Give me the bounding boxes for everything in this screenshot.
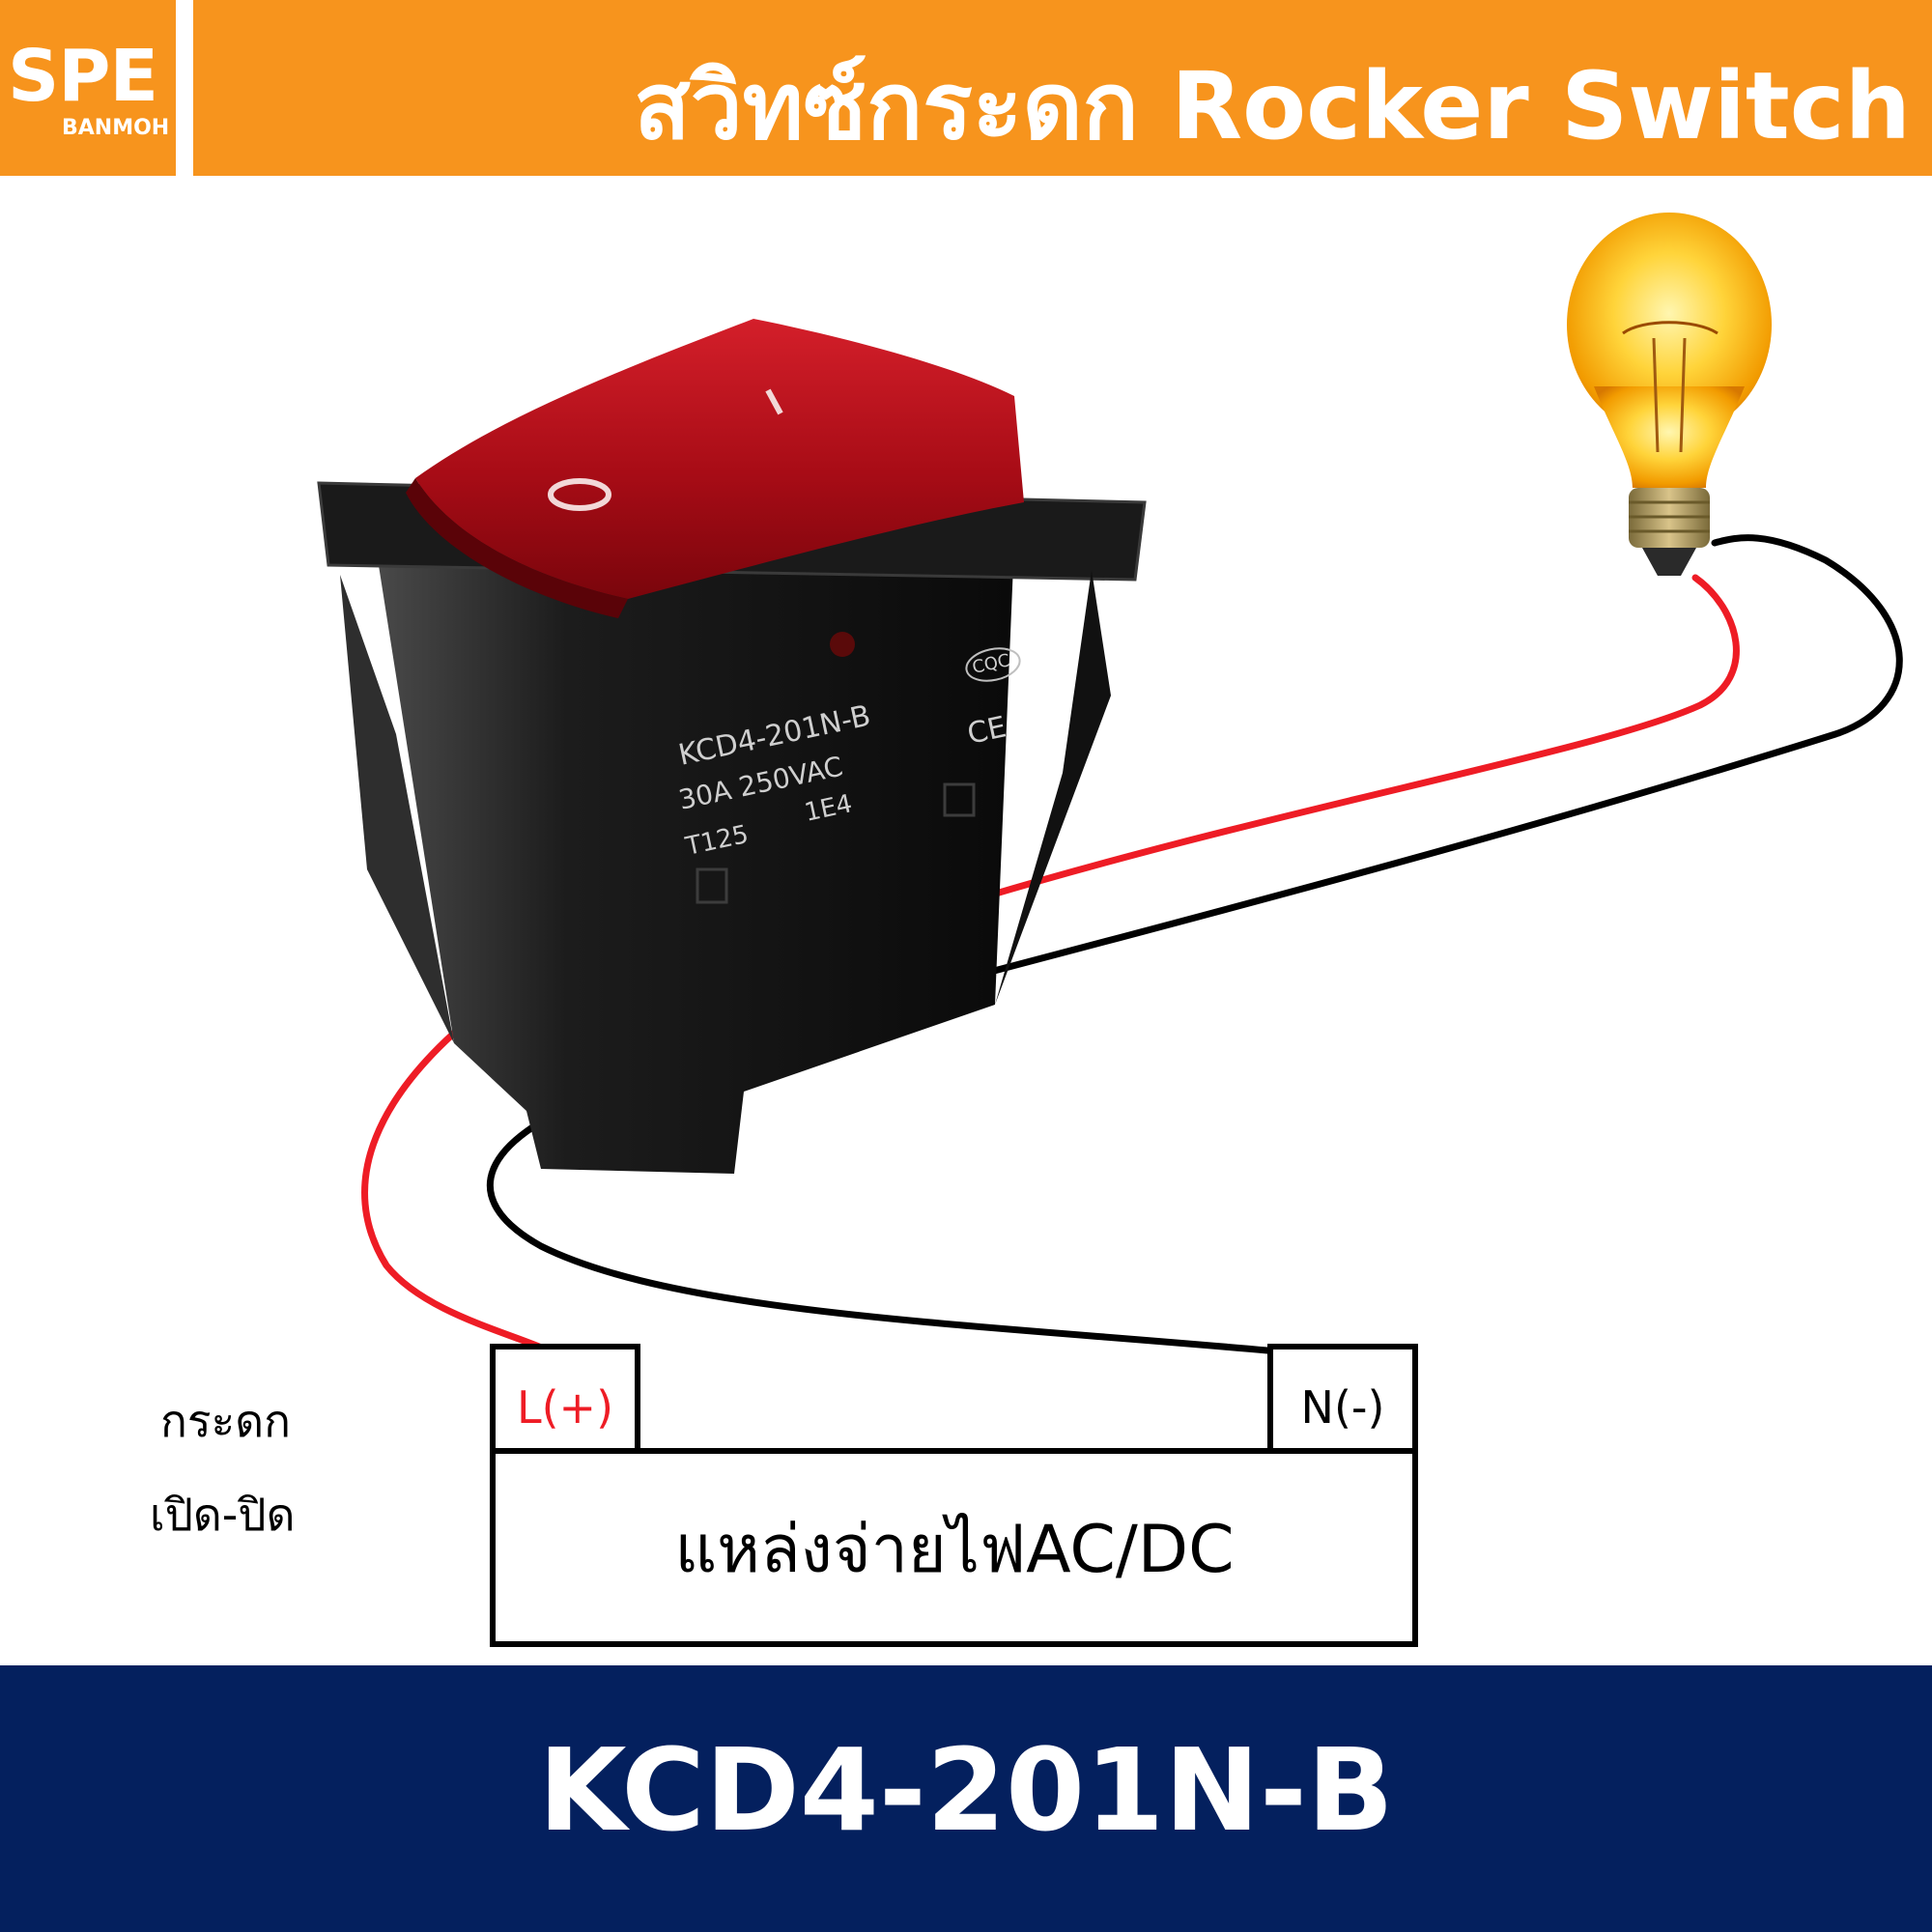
red-wire-supply <box>361 986 556 1356</box>
light-bulb <box>1567 213 1772 576</box>
power-supply: L(+) N(-) แหล่งจ่ายไฟAC/DC <box>490 1344 1418 1647</box>
side-label-line1: กระดก <box>160 1395 291 1447</box>
logo-main-text: SPE <box>8 35 158 118</box>
side-label-line2: เปิด-ปิด <box>150 1489 296 1541</box>
black-wire-supply <box>486 1093 1271 1354</box>
wiring-diagram: KCD4-201N-B 30A 250VAC T125 1E4 CQC CE L… <box>317 213 1903 1647</box>
supply-label: แหล่งจ่ายไฟAC/DC <box>674 1512 1234 1588</box>
rocker-switch: KCD4-201N-B 30A 250VAC T125 1E4 CQC CE <box>317 319 1147 1174</box>
logo-sub-text: BANMOH <box>62 116 170 140</box>
black-wire-lamp <box>825 534 1903 1018</box>
page-title: สวิทซ์กระดก Rocker Switch <box>634 52 1911 160</box>
title-banner: สวิทซ์กระดก Rocker Switch <box>193 0 1932 176</box>
footer-bar: KCD4-201N-B <box>0 1665 1932 1932</box>
rocker-off-mark <box>548 478 611 511</box>
terminal-n-label: N(-) <box>1301 1381 1385 1434</box>
rocker-on-mark <box>765 388 783 415</box>
red-wire-lamp <box>928 574 1740 917</box>
terminal-l-label: L(+) <box>517 1381 613 1434</box>
model-number: KCD4-201N-B <box>538 1723 1394 1857</box>
header-bar: SPE BANMOH สวิทซ์กระดก Rocker Switch <box>0 0 1932 176</box>
cert-ce: CE <box>964 710 1009 752</box>
brand-logo: SPE BANMOH <box>0 0 176 176</box>
